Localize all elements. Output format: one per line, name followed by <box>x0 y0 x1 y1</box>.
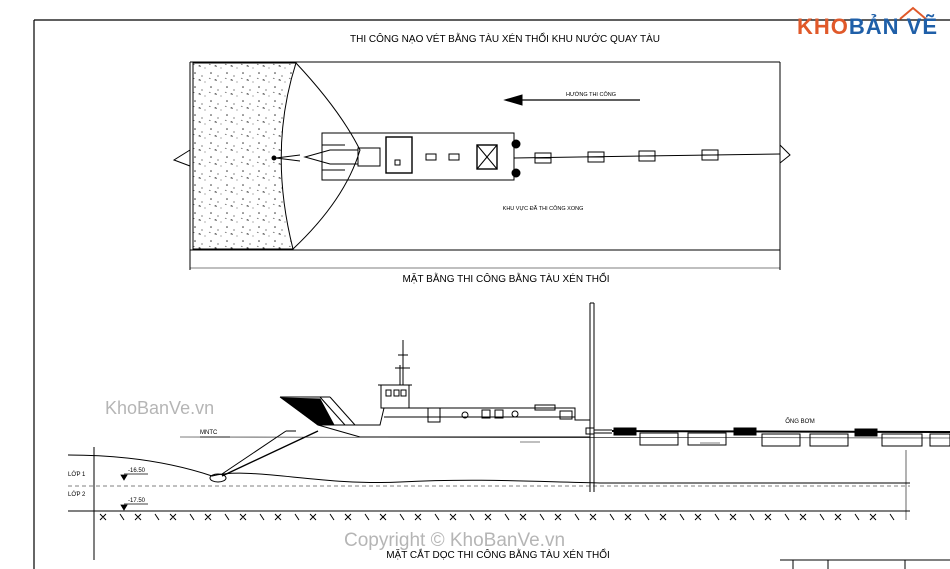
pipe-label: ỐNG BƠM <box>785 418 814 425</box>
water-level-label: MNTC <box>200 430 218 436</box>
watermark-bottom: Copyright © KhoBanVe.vn <box>344 530 566 551</box>
drawing-frame <box>33 19 950 569</box>
plan-title: MẶT BẰNG THI CÔNG BẰNG TÀU XÉN THỔI <box>402 272 609 285</box>
level-2-value: -17.50 <box>128 498 146 504</box>
logo-roof-icon <box>899 6 927 20</box>
top-title: THI CÔNG NẠO VÉT BẰNG TÀU XÉN THỔI KHU N… <box>350 32 660 45</box>
dredger-section <box>209 340 612 483</box>
rock-hatching <box>99 513 895 521</box>
logo-part-1: KHO <box>796 14 849 39</box>
done-area-label: KHU VỰC ĐÃ THI CÔNG XONG <box>503 205 584 212</box>
watermark-side: KhoBanVe.vn <box>105 398 215 418</box>
direction-arrow <box>503 94 640 106</box>
kho-ban-ve-logo: KHOBẢN VẼ <box>797 14 938 40</box>
floating-pipeline-section <box>611 427 950 447</box>
layer-1-label: LỚP 1 <box>68 471 86 478</box>
undredged-soil-area <box>192 62 297 250</box>
cutter-swing-arc <box>292 62 361 250</box>
level-markers <box>120 436 230 511</box>
plan-view <box>172 61 791 270</box>
seabed-section <box>67 436 950 560</box>
section-title: MẶT CẮT DỌC THI CÔNG BẰNG TÀU XÉN THỔI <box>386 548 610 561</box>
logo-part-2: BẢN VẼ <box>848 14 938 39</box>
direction-label: HƯỚNG THI CÔNG <box>566 91 616 98</box>
floating-pipeline-plan <box>513 149 781 164</box>
level-1-value: -16.50 <box>128 468 146 474</box>
layer-2-label: LỚP 2 <box>68 491 86 498</box>
dredger-plan <box>271 132 521 181</box>
spud-pole <box>589 302 595 492</box>
title-block-corner <box>780 559 950 569</box>
